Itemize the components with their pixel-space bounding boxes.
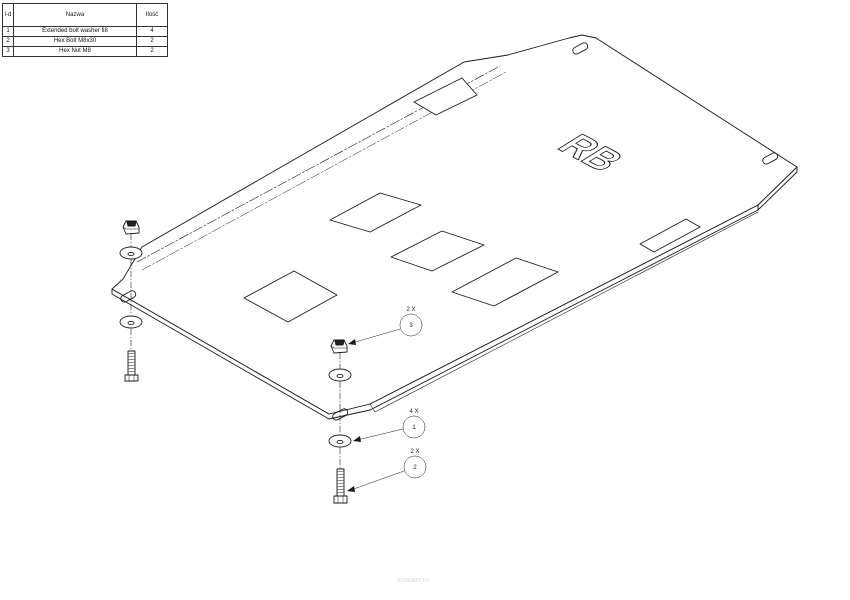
leader-line-2: [350, 470, 405, 491]
callout-2-count: 2 X: [410, 449, 419, 455]
arrow-head-2: [347, 486, 355, 492]
front-strip: [369, 211, 759, 413]
washer-right-top: [328, 368, 352, 382]
callout-3-number: 3: [409, 323, 413, 329]
rear-notch: [413, 77, 478, 116]
vent-cutout-1: [243, 270, 338, 323]
left-fastener-stack: [119, 220, 143, 382]
skid-plate: RB: [111, 34, 798, 421]
mount-slot-front: [332, 408, 349, 421]
washer-left-top: [119, 246, 143, 260]
washer-right-bottom: [328, 434, 352, 448]
arrow-head-3: [348, 339, 356, 345]
callout-3: 3 2 X: [348, 307, 423, 345]
callout-2: 2 2 X: [347, 449, 427, 492]
vent-cutout-3: [390, 230, 485, 272]
side-slot: [639, 218, 701, 253]
washer-left-bottom: [119, 315, 143, 329]
parts-list-table: l-d Nazwa Ilość 1 Extended bolt washer f…: [2, 3, 168, 57]
watermark: SCHEMAT 1/1: [397, 578, 430, 584]
vent-cutout-4: [451, 257, 559, 307]
mount-slot-right: [762, 152, 779, 165]
leader-line-3: [351, 328, 401, 344]
nut-left: [122, 220, 140, 235]
callout-1: 1 4 X: [353, 409, 426, 442]
parts-list-row: 3 Hex Nut M8 2: [2, 46, 168, 57]
callout-3-count: 2 X: [406, 307, 415, 313]
vent-cutout-2: [329, 192, 422, 233]
mount-slot-rear: [572, 42, 589, 55]
header-qty: Ilość: [136, 3, 168, 27]
right-fastener-stack: [328, 339, 352, 504]
callout-2-number: 2: [413, 465, 417, 471]
parts-list-header-row: l-d Nazwa Ilość: [2, 3, 168, 27]
mount-slot-left: [120, 290, 137, 303]
row-qty: 2: [136, 46, 168, 57]
arrow-head-1: [353, 436, 361, 442]
leader-line-1: [356, 428, 404, 441]
callout-1-number: 1: [412, 425, 416, 431]
nut-right: [330, 339, 348, 354]
callout-1-count: 4 X: [409, 409, 418, 415]
bolt-right: [333, 468, 348, 504]
bolt-left: [124, 350, 139, 382]
